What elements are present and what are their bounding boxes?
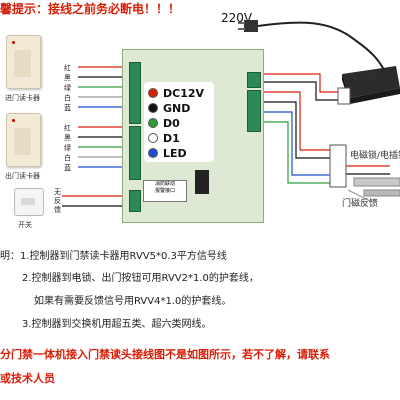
chip: [195, 170, 209, 194]
wire-label-blue: 蓝: [64, 104, 71, 112]
wire-label-white: 白: [64, 94, 71, 102]
legend-dot-d0: [148, 118, 158, 128]
legend-label-gnd: GND: [163, 101, 191, 115]
note-1: 明：1.控制器到门禁读卡器用RVV5*0.3平方信号线: [0, 251, 227, 262]
note-3: 3.控制器到交换机用超五类、超六类网线。: [22, 319, 212, 330]
exit-reader-caption: 出门读卡器: [5, 172, 40, 180]
power-box-label: 电源箱: [350, 73, 378, 83]
wire-label-green-2: 绿: [64, 144, 71, 152]
entry-reader-caption: 进门读卡器: [5, 94, 40, 102]
exit-button-caption: 开关: [18, 221, 32, 229]
legend-label-d1: D1: [163, 131, 180, 145]
wire-label-black: 黑: [64, 74, 71, 82]
left-terminal-block-3: [129, 190, 141, 212]
legend-row-d1: D1: [148, 131, 180, 145]
no-feedback-label: 无反馈: [54, 188, 61, 214]
alarm-interface-label: 消防联动 报警接口: [143, 180, 187, 202]
footer-warning-line-2: 或技术人员: [0, 372, 55, 385]
lock-label: 电磁锁/电插锁: [350, 151, 400, 161]
legend-row-led: LED: [148, 146, 187, 160]
exit-button-device: [14, 188, 44, 216]
legend-label-d0: D0: [163, 116, 180, 130]
legend-dot-d1: [148, 133, 158, 143]
warning-text: 馨提示：接线之前务必断电！！！: [0, 2, 181, 16]
note-2: 2.控制器到电锁、出门按钮可用RVV2*1.0的护套线，: [22, 273, 259, 284]
exit-card-reader: [6, 113, 41, 167]
legend-label-dc12v: DC12V: [163, 86, 205, 100]
entry-card-reader: [6, 35, 41, 89]
wire-label-green: 绿: [64, 84, 71, 92]
legend-row-dc12v: DC12V: [148, 86, 204, 100]
wire-color-legend: DC12V GND D0 D1 LED: [144, 82, 214, 162]
legend-dot-gnd: [148, 103, 158, 113]
left-terminal-block-2: [129, 126, 141, 180]
wire-label-blue-2: 蓝: [64, 164, 71, 172]
legend-row-d0: D0: [148, 116, 180, 130]
wire-label-red-2: 红: [64, 124, 71, 132]
left-terminal-block-1: [129, 62, 141, 124]
legend-label-led: LED: [163, 146, 187, 160]
footer-warning-line-1: 分门禁一体机接入门禁读头接线图不是如图所示，若不了解，请联系: [0, 348, 330, 361]
right-terminal-block-2: [247, 90, 261, 132]
wire-label-black-2: 黑: [64, 134, 71, 142]
wire-label-red: 红: [64, 64, 71, 72]
note-2b: 如果有需要反馈信号用RVV4*1.0的护套线。: [34, 296, 232, 307]
legend-dot-dc12v: [148, 88, 158, 98]
right-terminal-block-1: [247, 72, 261, 88]
door-sensor-feedback-label: 门磁反馈: [342, 199, 379, 209]
legend-row-gnd: GND: [148, 101, 190, 115]
wire-label-white-2: 白: [64, 154, 71, 162]
legend-dot-led: [148, 148, 158, 158]
